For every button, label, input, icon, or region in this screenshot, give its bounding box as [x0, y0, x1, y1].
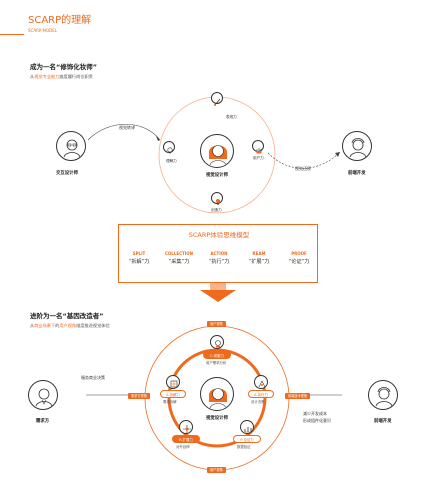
frontend-dev-avatar-2	[368, 380, 398, 410]
scarp-title: SCARP体验思维模型	[188, 231, 250, 239]
collection-node-icon	[210, 335, 224, 349]
split-caption: 需求拆解	[163, 400, 177, 404]
component-awareness-note: 形成组件化意识	[303, 418, 331, 423]
scarp-item-split: SPLIT “拆解”力	[128, 251, 150, 265]
skill-understanding-label: 理解力	[166, 159, 177, 163]
section2-desc: 从商业场景下的用户视角维度推进视觉体验	[30, 323, 110, 328]
scarp-item-proof: PROOF “论证”力	[288, 251, 310, 265]
frontend-dev-label-2: 前端开发	[374, 419, 392, 424]
ream-badge: R-扩展力	[172, 435, 200, 443]
section2-inner-ring	[167, 348, 267, 448]
tag-demand-view: 需求方视角	[128, 393, 150, 400]
scarp-item-ream: REAM “扩展”力	[248, 251, 270, 265]
skill-creation-label: 创造力	[211, 208, 222, 212]
visual-designer-label: 视觉设计师	[206, 173, 228, 178]
tag-user-view-bottom: 用户视角	[207, 467, 226, 474]
hand-icon	[252, 140, 264, 154]
interaction-designer-avatar	[56, 131, 86, 161]
proof-node-icon	[240, 420, 254, 434]
frontend-dev-label: 前端开发	[348, 171, 366, 176]
split-node-icon	[166, 375, 180, 389]
ream-caption: 对外延伸	[176, 445, 190, 449]
visual-designer-avatar-2	[200, 377, 234, 411]
proof-badge: P-论证力	[233, 435, 261, 443]
scarp-item-collection: COLLECTION “采集”力	[164, 251, 194, 265]
collection-caption: 用户需求分析	[206, 361, 227, 365]
visual-designer-label-2: 视觉设计师	[206, 416, 228, 421]
lightbulb-icon	[163, 141, 175, 154]
visual-designer-avatar	[200, 134, 234, 168]
section1-title: 成为一名“修饰化妆师”	[30, 63, 98, 71]
tag-user-view-top: 用户视角	[207, 321, 226, 328]
demand-side-avatar	[28, 380, 58, 410]
scarp-model-box: SCARP体验思维模型 SPLIT “拆解”力 COLLECTION “采集”力…	[118, 224, 318, 283]
action-node-icon	[254, 375, 268, 389]
scarp-item-action: ACTION “执行”力	[208, 251, 230, 265]
left-arrow-curve	[87, 123, 161, 141]
tag-frontend-view: 前端技术视角	[285, 393, 311, 400]
skill-expression-label: 表现力	[226, 115, 237, 119]
right-arrow-head	[335, 152, 340, 157]
title-divider	[0, 34, 24, 35]
split-badge: S-拆解力	[160, 390, 186, 398]
action-badge: A-执行力	[248, 390, 274, 398]
skill-user-label: 用户力	[253, 156, 264, 160]
interaction-designer-label: 交互设计师	[56, 171, 78, 176]
bulb-create-icon	[211, 192, 223, 205]
down-arrow-icon	[200, 283, 236, 302]
ream-node-icon	[179, 420, 193, 434]
right-arrow-curve	[267, 151, 341, 169]
brush-icon	[211, 92, 223, 106]
page-subtitle: SCARP MODEL	[28, 28, 57, 33]
page-title: SCARP的理解	[28, 15, 92, 26]
reduce-cost-note: 减少开发成本	[303, 411, 327, 416]
business-decision-note: 服务商业决策	[81, 375, 105, 380]
proof-caption: 数据验证	[237, 445, 251, 449]
action-caption: 设计决策	[251, 400, 265, 404]
frontend-dev-avatar	[342, 131, 372, 161]
section2-title: 进阶为一名“基因改造者”	[30, 312, 104, 320]
demand-side-label: 需求方	[36, 419, 50, 424]
visual-restoration-note: 视觉还原	[295, 166, 311, 171]
visual-translation-note: 视觉转译	[119, 125, 135, 130]
collection-badge: C-采集力	[203, 351, 231, 359]
section1-desc: 从视觉专业能力维度履行岗位职责	[30, 74, 93, 79]
left-arrow-head	[156, 136, 160, 141]
